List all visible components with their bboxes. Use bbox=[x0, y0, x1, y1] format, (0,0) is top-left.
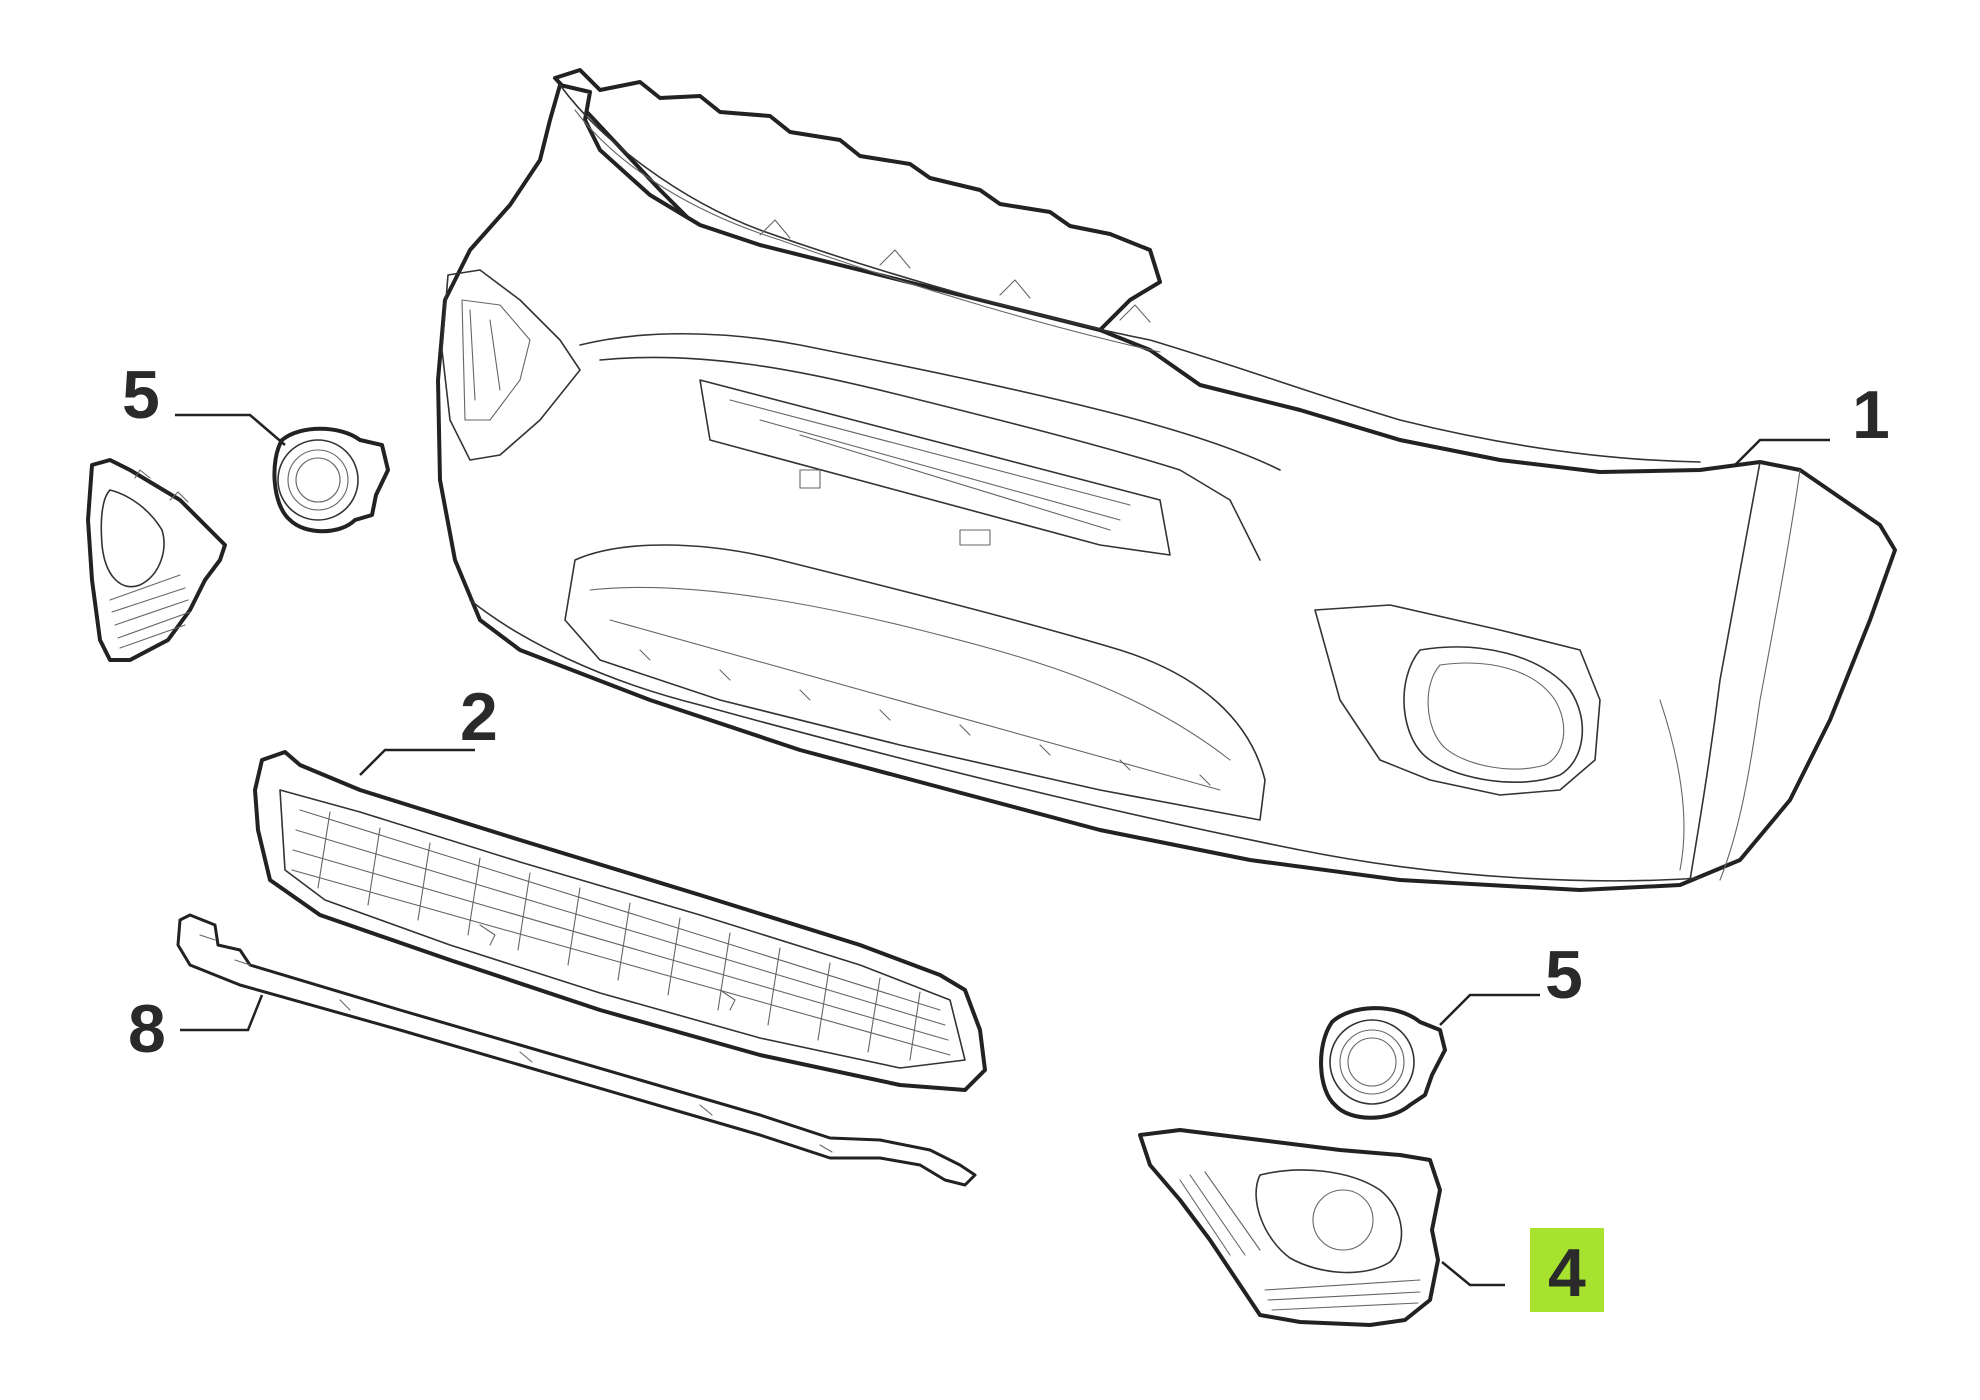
callout-8-label: 8 bbox=[128, 991, 166, 1067]
fog-lamp-bezel-right[interactable] bbox=[1138, 1128, 1442, 1327]
callout-5-lower: 5 bbox=[1545, 937, 1583, 1013]
callout-5-upper: 5 bbox=[122, 357, 160, 433]
leader-1 bbox=[1734, 438, 1830, 466]
grille-mesh bbox=[291, 809, 951, 1061]
callout-8: 8 bbox=[128, 991, 166, 1067]
leader-lines bbox=[175, 413, 1830, 1287]
callout-5-lower-label: 5 bbox=[1545, 937, 1583, 1013]
callout-2-label: 2 bbox=[460, 679, 498, 755]
callout-1-label: 1 bbox=[1852, 377, 1890, 453]
callout-4[interactable]: 4 bbox=[1530, 1228, 1604, 1312]
leader-4 bbox=[1441, 1261, 1505, 1287]
callout-4-label: 4 bbox=[1548, 1235, 1586, 1311]
leader-8 bbox=[180, 994, 264, 1032]
callout-1: 1 bbox=[1852, 377, 1890, 453]
leader-2 bbox=[359, 748, 475, 776]
lower-grille[interactable] bbox=[253, 750, 987, 1092]
fog-lamp-right[interactable] bbox=[1319, 1006, 1447, 1120]
callout-2: 2 bbox=[460, 679, 498, 755]
leader-5b bbox=[1439, 993, 1540, 1026]
callout-5-upper-label: 5 bbox=[122, 357, 160, 433]
front-bumper[interactable] bbox=[436, 68, 1897, 892]
callout-4-highlight bbox=[1530, 1228, 1604, 1312]
reinforcement-bracket[interactable] bbox=[176, 913, 977, 1187]
fog-lamp-bezel-left[interactable] bbox=[86, 458, 227, 662]
leader-5a bbox=[175, 413, 286, 446]
fog-lamp-left[interactable] bbox=[272, 426, 390, 534]
